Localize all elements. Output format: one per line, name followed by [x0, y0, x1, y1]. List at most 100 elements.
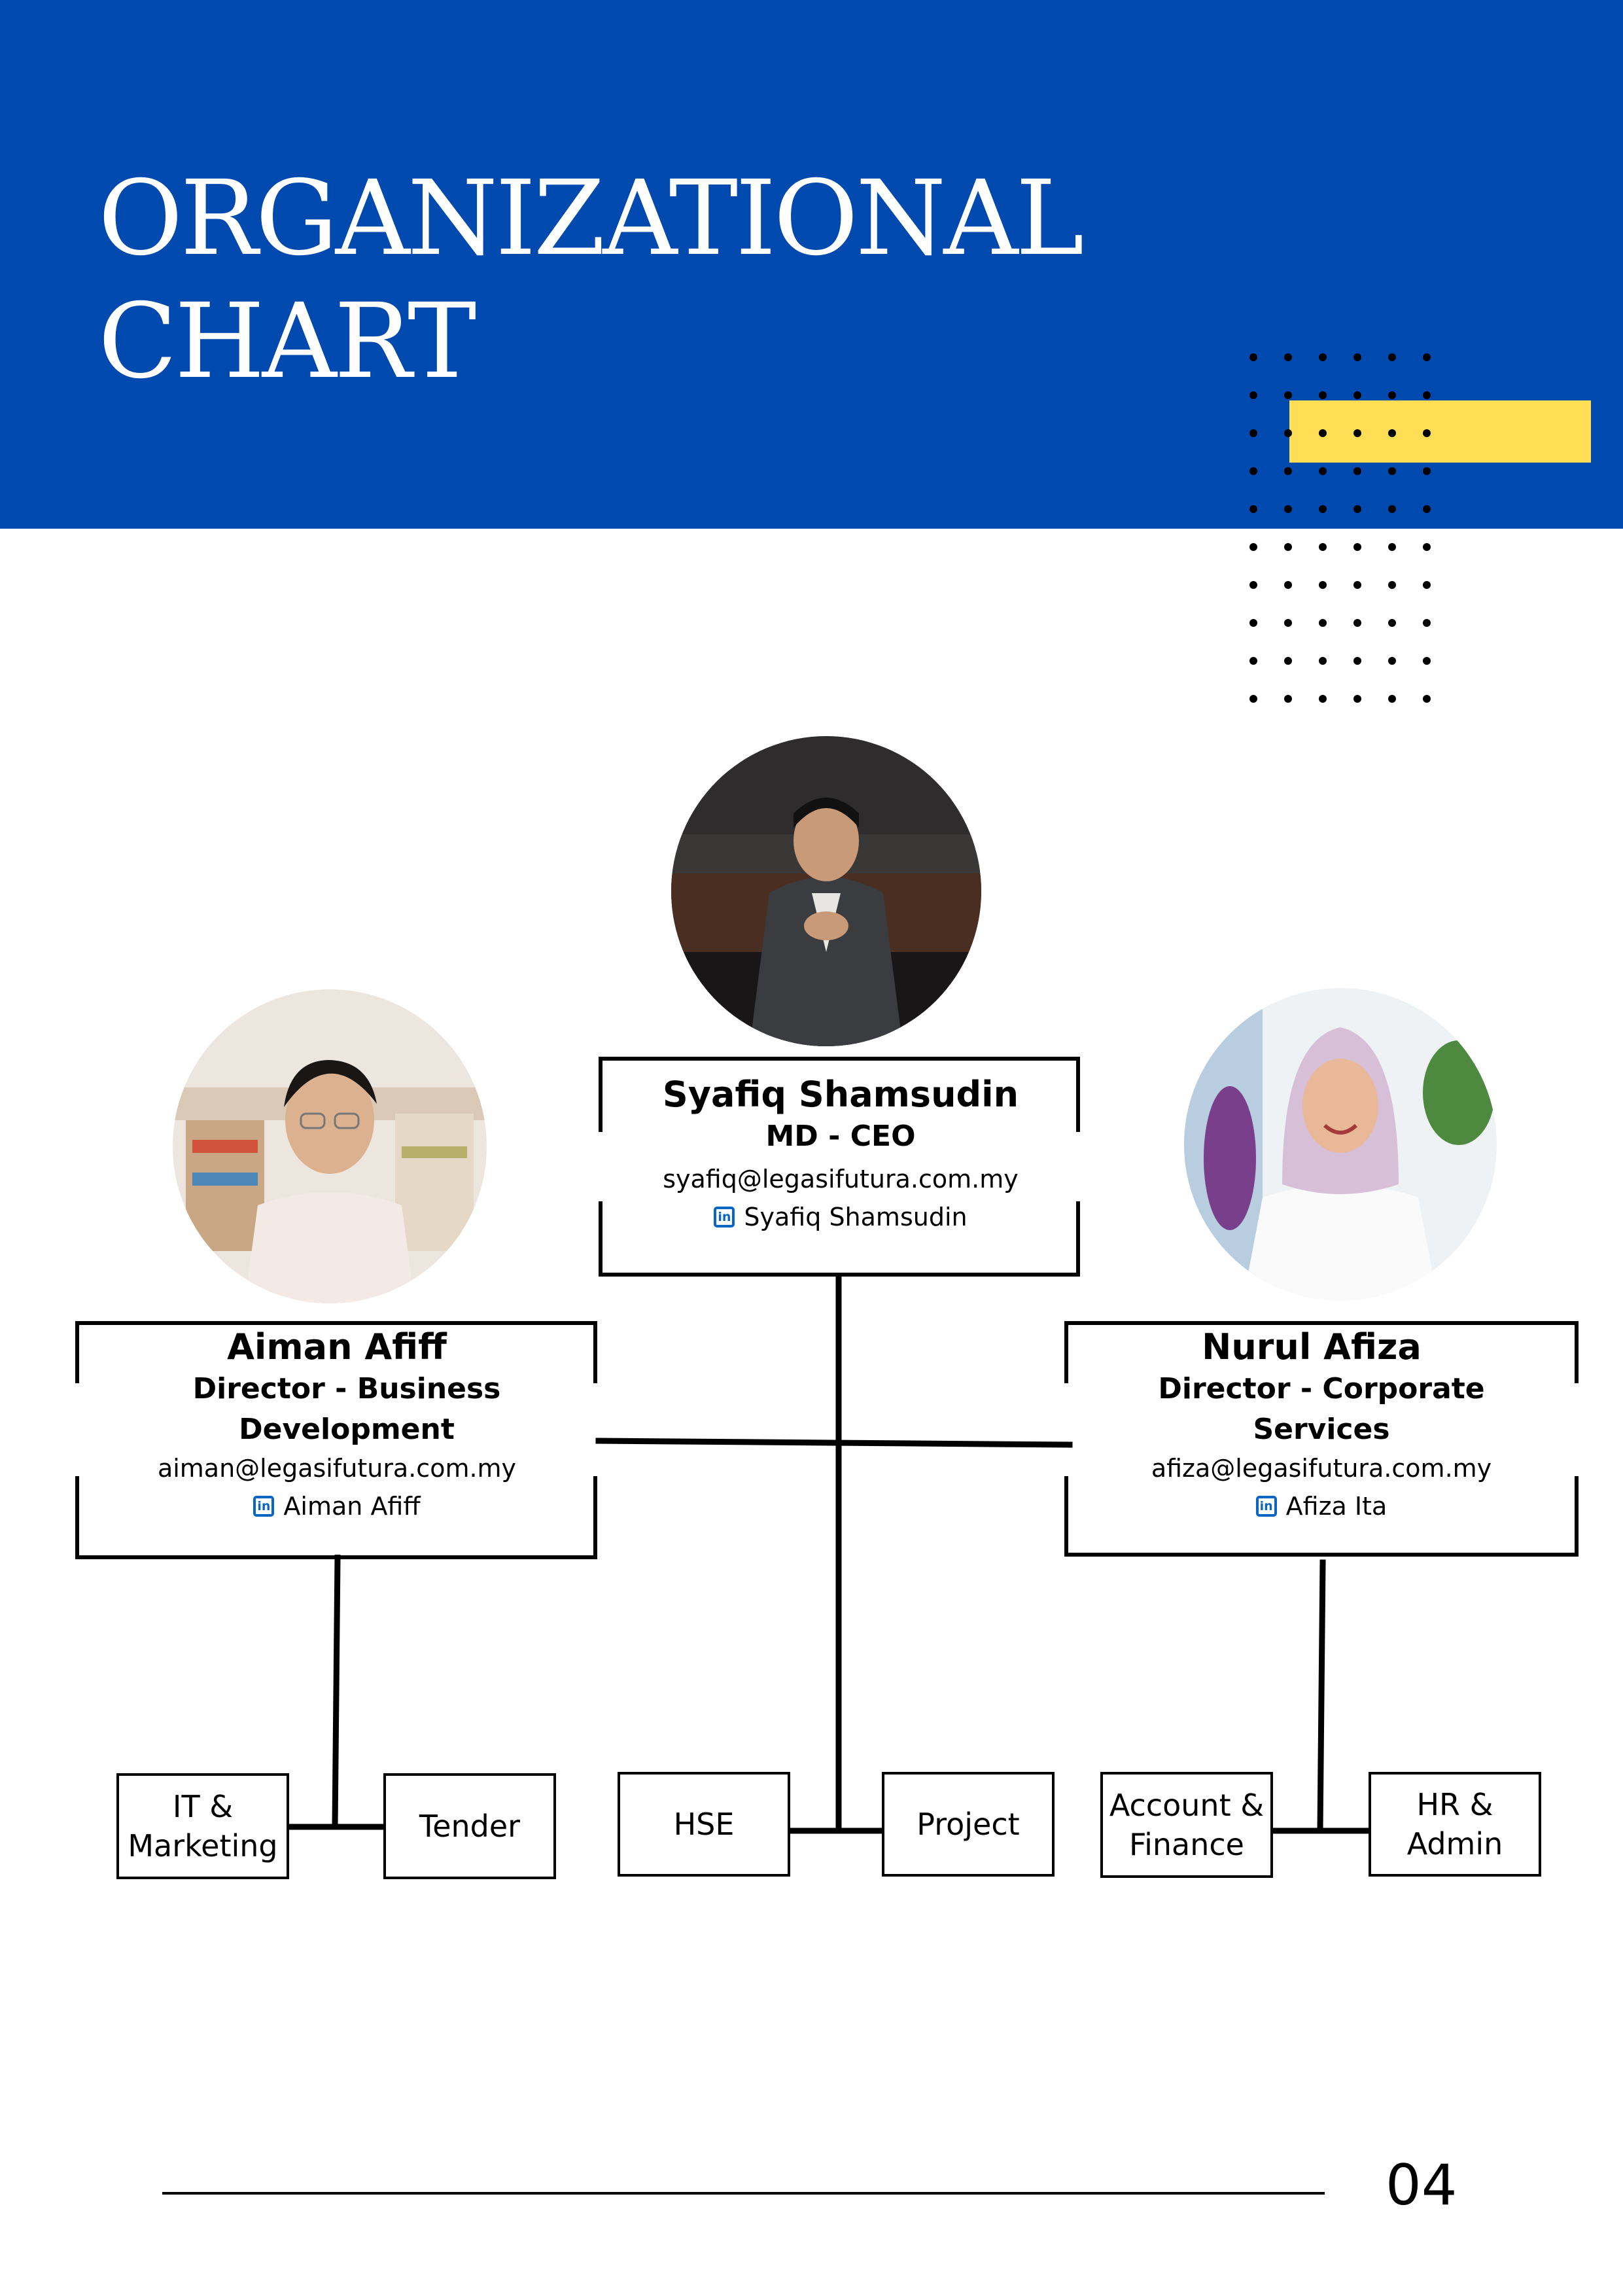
decorative-dot: [1423, 353, 1431, 361]
director-cs-role-line-1: Director - Corporate: [1158, 1372, 1485, 1405]
director-cs-name: Nurul Afiza: [1202, 1326, 1422, 1368]
decorative-dot: [1319, 657, 1327, 665]
decorative-dot: [1319, 543, 1327, 551]
decorative-dot: [1249, 505, 1257, 513]
decorative-dot: [1249, 353, 1257, 361]
decorative-dot: [1388, 391, 1396, 399]
page-title-line-1: ORGANIZATIONAL: [98, 158, 1084, 279]
decorative-dot: [1319, 429, 1327, 437]
ceo-linkedin-link[interactable]: in Syafiq Shamsudin: [714, 1197, 968, 1237]
linkedin-icon: in: [1255, 1496, 1277, 1517]
decorative-dot: [1319, 391, 1327, 399]
decorative-dot: [1249, 695, 1257, 703]
decorative-dot: [1284, 391, 1292, 399]
decorative-dot: [1423, 429, 1431, 437]
decorative-dot: [1423, 695, 1431, 703]
decorative-dot: [1353, 505, 1361, 513]
dept-project: Project: [882, 1772, 1055, 1877]
decorative-dot: [1284, 619, 1292, 627]
bd-branch-line: [332, 1554, 341, 1830]
director-cs-linkedin-link[interactable]: in Afiza Ita: [1255, 1487, 1387, 1526]
dept-account-finance: Account & Finance: [1100, 1772, 1273, 1878]
decorative-dot: [1388, 695, 1396, 703]
decorative-dot: [1284, 657, 1292, 665]
cs-branch-line: [1317, 1559, 1326, 1834]
decorative-dot: [1319, 619, 1327, 627]
dept-hse: HSE: [618, 1772, 790, 1877]
director-bd-linkedin-label: Aiman Afiff: [283, 1492, 421, 1521]
decorative-dot: [1423, 467, 1431, 475]
decorative-dot: [1388, 543, 1396, 551]
linkedin-icon: in: [253, 1496, 275, 1517]
decorative-dot: [1284, 543, 1292, 551]
decorative-dot: [1353, 695, 1361, 703]
director-bd-email[interactable]: aiman@legasifutura.com.my: [157, 1454, 517, 1483]
decorative-dot: [1353, 657, 1361, 665]
director-bd-role-line-2: Development: [239, 1413, 455, 1446]
director-cs-card: Nurul Afiza Director - Corporate Service…: [1073, 1326, 1570, 1552]
decorative-dot: [1353, 429, 1361, 437]
decorative-dot: [1319, 505, 1327, 513]
decorative-dot: [1388, 467, 1396, 475]
ceo-linkedin-label: Syafiq Shamsudin: [744, 1203, 968, 1231]
decorative-dot: [1284, 467, 1292, 475]
decorative-dot: [1319, 467, 1327, 475]
dept-it-marketing: IT & Marketing: [116, 1773, 289, 1879]
decorative-dot: [1284, 581, 1292, 589]
director-bd-role-line-1: Director - Business: [192, 1372, 501, 1405]
decorative-dot: [1249, 429, 1257, 437]
director-cs-email[interactable]: afiza@legasifutura.com.my: [1151, 1454, 1492, 1483]
director-bd-card: Aiman Afiff Director - Business Developm…: [85, 1326, 589, 1555]
decorative-dot: [1284, 695, 1292, 703]
director-bd-linkedin-link[interactable]: in Aiman Afiff: [253, 1487, 421, 1526]
decorative-dot: [1423, 391, 1431, 399]
decorative-dot: [1284, 353, 1292, 361]
yellow-accent-bar: [1289, 400, 1591, 463]
decorative-dot: [1423, 543, 1431, 551]
decorative-dot: [1319, 353, 1327, 361]
page-title: ORGANIZATIONAL CHART: [98, 157, 1084, 403]
ceo-name: Syafiq Shamsudin: [662, 1074, 1019, 1115]
decorative-dot: [1423, 581, 1431, 589]
decorative-dot: [1284, 429, 1292, 437]
decorative-dot: [1249, 391, 1257, 399]
ceo-card: Syafiq Shamsudin MD - CEO syafiq@legasif…: [615, 1073, 1066, 1263]
decorative-dot: [1249, 543, 1257, 551]
ceo-role: MD - CEO: [765, 1120, 916, 1153]
decorative-dot: [1388, 353, 1396, 361]
director-bd-name: Aiman Afiff: [227, 1326, 447, 1368]
decorative-dot: [1423, 657, 1431, 665]
decorative-dot: [1423, 619, 1431, 627]
director-cs-role-line-2: Services: [1253, 1413, 1390, 1446]
decorative-dot: [1284, 505, 1292, 513]
decorative-dot: [1319, 581, 1327, 589]
decorative-dot: [1423, 505, 1431, 513]
decorative-dot: [1353, 391, 1361, 399]
page-title-line-2: CHART: [98, 281, 476, 402]
decorative-dot: [1388, 619, 1396, 627]
dept-tender: Tender: [383, 1773, 556, 1879]
decorative-dot: [1319, 695, 1327, 703]
decorative-dot: [1353, 619, 1361, 627]
decorative-dot: [1353, 581, 1361, 589]
decorative-dot: [1388, 657, 1396, 665]
directors-connector-line: [595, 1438, 1073, 1448]
decorative-dot: [1249, 657, 1257, 665]
decorative-dot: [1353, 353, 1361, 361]
decorative-dot: [1388, 581, 1396, 589]
decorative-dot: [1388, 505, 1396, 513]
decorative-dot: [1249, 619, 1257, 627]
director-bd-photo: [173, 989, 487, 1303]
footer-rule: [162, 2192, 1325, 2195]
director-cs-photo: [1184, 988, 1497, 1301]
ceo-email[interactable]: syafiq@legasifutura.com.my: [663, 1165, 1019, 1193]
decorative-dot: [1353, 467, 1361, 475]
decorative-dot: [1249, 581, 1257, 589]
decorative-dot: [1388, 429, 1396, 437]
linkedin-icon: in: [714, 1207, 735, 1227]
dept-hr-admin: HR & Admin: [1369, 1772, 1541, 1877]
decorative-dot: [1249, 467, 1257, 475]
director-cs-linkedin-label: Afiza Ita: [1285, 1492, 1387, 1521]
decorative-dot: [1353, 543, 1361, 551]
